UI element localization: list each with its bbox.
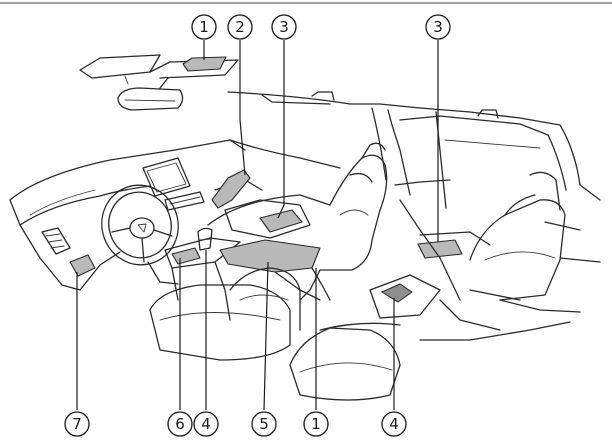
svg-text:3: 3 bbox=[279, 18, 289, 36]
callout-7: 7 bbox=[64, 411, 90, 437]
glovebox-upper-shaded bbox=[211, 169, 251, 209]
leader-2 bbox=[239, 40, 246, 176]
sun-visors bbox=[79, 54, 239, 85]
rearview-mirror bbox=[117, 77, 184, 111]
shift-knob bbox=[197, 227, 213, 251]
callout-2: 2 bbox=[227, 14, 253, 40]
left-air-vent bbox=[41, 227, 71, 255]
svg-text:1: 1 bbox=[311, 415, 321, 433]
svg-text:5: 5 bbox=[259, 415, 269, 433]
steering-wheel bbox=[101, 184, 179, 285]
leader-lines bbox=[76, 40, 439, 411]
svg-text:2: 2 bbox=[235, 18, 245, 36]
svg-text:4: 4 bbox=[389, 415, 399, 433]
callout-1-top: 1 bbox=[191, 14, 217, 40]
rear-floor bbox=[319, 199, 571, 341]
callout-1-bottom: 1 bbox=[303, 411, 329, 437]
cabin-shell bbox=[227, 91, 601, 209]
front-tray-shaded bbox=[171, 247, 201, 265]
lower-dash-storage-shaded bbox=[69, 254, 96, 277]
console-armrest-shaded bbox=[219, 239, 321, 273]
callout-3-left: 3 bbox=[271, 14, 297, 40]
callout-4-right: 4 bbox=[381, 411, 407, 437]
rear-seat bbox=[417, 171, 601, 313]
passenger-front-area bbox=[211, 169, 311, 239]
callout-4-left: 4 bbox=[193, 411, 219, 437]
floor-receptacle-shaded bbox=[380, 283, 413, 303]
svg-text:7: 7 bbox=[72, 415, 82, 433]
callout-3-right: 3 bbox=[425, 14, 451, 40]
svg-text:3: 3 bbox=[433, 18, 443, 36]
callout-5: 5 bbox=[251, 411, 277, 437]
svg-text:6: 6 bbox=[175, 415, 185, 433]
center-console bbox=[164, 227, 331, 321]
front-right-seat-cushion bbox=[289, 327, 401, 401]
vanity-light-shaded bbox=[182, 56, 227, 72]
callout-6: 6 bbox=[167, 411, 193, 437]
glovebox-lower-shaded bbox=[259, 209, 303, 233]
svg-text:4: 4 bbox=[201, 415, 211, 433]
rear-armrest-storage-shaded bbox=[417, 239, 463, 259]
leader-5 bbox=[263, 261, 269, 411]
front-passenger-seat bbox=[299, 142, 388, 301]
driver-seat bbox=[149, 267, 301, 361]
svg-text:1: 1 bbox=[199, 18, 209, 36]
leader-3-left bbox=[277, 40, 285, 219]
